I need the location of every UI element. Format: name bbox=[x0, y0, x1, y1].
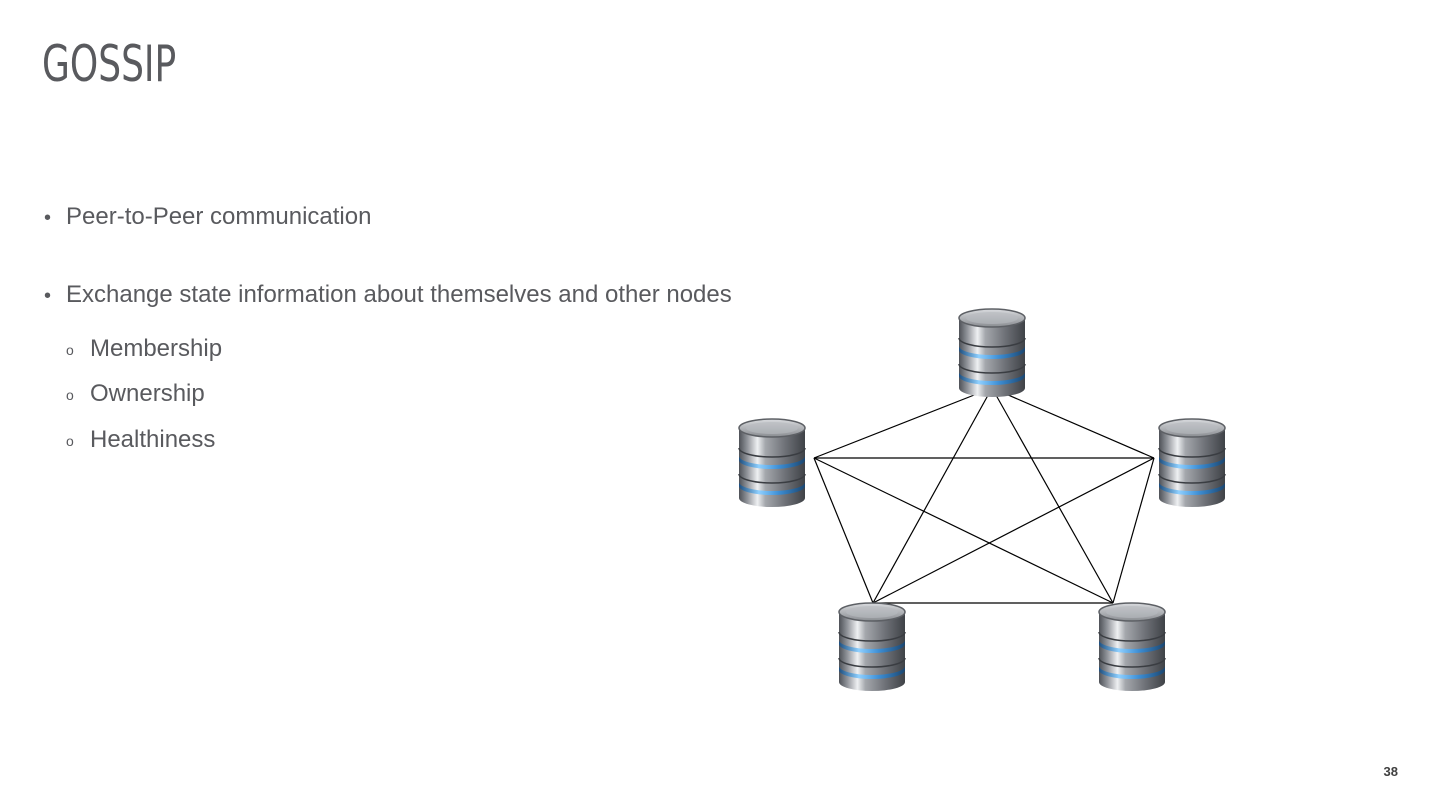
page-number: 38 bbox=[1383, 764, 1398, 779]
edge bbox=[813, 457, 874, 604]
sub-bullet-item: o Healthiness bbox=[66, 426, 215, 455]
bullet-text: Exchange state information about themsel… bbox=[66, 281, 732, 308]
sub-bullet-marker: o bbox=[66, 341, 74, 358]
bullet-item: • Peer-to-Peer communication bbox=[44, 203, 371, 232]
edge bbox=[991, 387, 1155, 459]
sub-bullet-item: o Ownership bbox=[66, 380, 205, 409]
database-icon bbox=[958, 308, 1026, 398]
sub-bullet-text: Membership bbox=[90, 335, 223, 362]
sub-bullet-text: Ownership bbox=[90, 380, 205, 407]
database-icon bbox=[1098, 602, 1166, 692]
sub-bullet-text: Healthiness bbox=[90, 426, 216, 453]
bullet-marker: • bbox=[44, 285, 52, 307]
edge bbox=[813, 387, 993, 459]
edge bbox=[813, 457, 1114, 604]
edge bbox=[991, 387, 1114, 604]
slide-title: GOSSIP bbox=[42, 35, 177, 93]
sub-bullet-item: o Membership bbox=[66, 335, 222, 364]
edge bbox=[872, 387, 993, 604]
bullet-item: • Exchange state information about themse… bbox=[44, 281, 732, 310]
bullet-text: Peer-to-Peer communication bbox=[66, 203, 372, 230]
sub-bullet-marker: o bbox=[66, 386, 74, 403]
bullet-marker: • bbox=[44, 207, 52, 229]
edge bbox=[1112, 457, 1155, 604]
edge bbox=[872, 457, 1155, 604]
mesh-edges bbox=[813, 387, 1155, 604]
sub-bullet-marker: o bbox=[66, 432, 74, 449]
database-icon bbox=[1158, 418, 1226, 508]
database-icon bbox=[738, 418, 806, 508]
database-icon bbox=[838, 602, 906, 692]
